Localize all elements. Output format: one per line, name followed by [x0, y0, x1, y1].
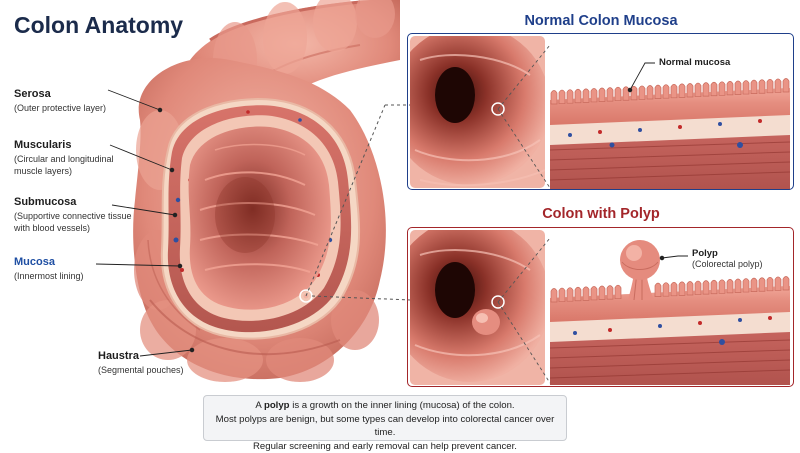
info-note-line2: Most polyps are benign, but some types c… — [204, 413, 566, 440]
villus — [719, 82, 725, 96]
villus — [663, 283, 669, 297]
villus — [607, 286, 613, 300]
villus — [663, 85, 669, 99]
villus — [567, 288, 573, 302]
label-serosa: Serosa (Outer protective layer) — [14, 88, 106, 114]
villus — [615, 87, 621, 101]
note-prefix: A — [255, 400, 264, 411]
info-note-line3: Regular screening and early removal can … — [204, 440, 566, 453]
villus — [679, 84, 685, 98]
villus — [591, 88, 597, 102]
villus — [559, 90, 565, 104]
villus — [743, 279, 749, 293]
villus — [687, 83, 693, 97]
villus — [783, 79, 789, 93]
polyp-panel-title: Colon with Polyp — [408, 206, 794, 222]
villus — [599, 286, 605, 300]
villus — [559, 288, 565, 302]
normal-panel-title: Normal Colon Mucosa — [408, 13, 794, 29]
villus — [735, 81, 741, 95]
label-haustra-desc: (Segmental pouches) — [98, 364, 184, 376]
villus — [551, 289, 557, 303]
villus — [615, 285, 621, 299]
villus — [591, 286, 597, 300]
info-note: A polyp is a growth on the inner lining … — [203, 395, 567, 441]
villus — [767, 79, 773, 93]
villus — [751, 278, 757, 292]
villus — [575, 89, 581, 103]
villus — [583, 287, 589, 301]
polyp-mucosa-block — [550, 286, 790, 385]
label-submucosa-desc1: (Supportive connective tissue — [14, 210, 132, 222]
label-mucosa: Mucosa (Innermost lining) — [14, 256, 84, 282]
villus — [775, 277, 781, 291]
villus — [751, 80, 757, 94]
villus — [719, 280, 725, 294]
villus — [687, 281, 693, 295]
villus — [639, 86, 645, 100]
villus — [575, 287, 581, 301]
polyp-callout-sub: (Colorectal polyp) — [692, 259, 763, 269]
villus — [727, 81, 733, 95]
polyp-endoscope-view — [390, 218, 550, 385]
villus — [727, 279, 733, 293]
label-haustra-name: Haustra — [98, 350, 184, 362]
label-muscularis: Muscularis (Circular and longitudinal mu… — [14, 139, 114, 177]
label-muscularis-desc2: muscle layers) — [14, 165, 114, 177]
note-line1-rest: is a growth on the inner lining (mucosa)… — [290, 400, 515, 411]
villus — [567, 90, 573, 104]
label-submucosa-name: Submucosa — [14, 196, 132, 208]
villus — [743, 81, 749, 95]
normal-endoscope-view — [390, 25, 550, 188]
villus — [735, 279, 741, 293]
info-note-line1: A polyp is a growth on the inner lining … — [204, 399, 566, 413]
polyp-callout: Polyp (Colorectal polyp) — [692, 248, 763, 269]
polyp-growth — [620, 240, 660, 300]
villus — [647, 86, 653, 100]
villus — [695, 281, 701, 295]
villus — [759, 80, 765, 94]
villus — [703, 83, 709, 97]
label-mucosa-name: Mucosa — [14, 256, 84, 268]
note-bold-term: polyp — [264, 400, 290, 411]
label-muscularis-desc1: (Circular and longitudinal — [14, 153, 114, 165]
villus — [767, 277, 773, 291]
villus — [671, 84, 677, 98]
villus — [631, 86, 637, 100]
villus — [783, 277, 789, 291]
label-haustra: Haustra (Segmental pouches) — [98, 350, 184, 376]
villus — [775, 79, 781, 93]
label-submucosa: Submucosa (Supportive connective tissue … — [14, 196, 132, 234]
villus — [655, 85, 661, 99]
villus — [711, 280, 717, 294]
villus — [583, 89, 589, 103]
villus — [679, 282, 685, 296]
label-muscularis-name: Muscularis — [14, 139, 114, 151]
cross-section-wall — [162, 99, 359, 339]
villus — [599, 88, 605, 102]
label-submucosa-desc2: with blood vessels) — [14, 222, 132, 234]
villus — [551, 91, 557, 105]
villus — [671, 282, 677, 296]
label-mucosa-desc: (Innermost lining) — [14, 270, 84, 282]
label-serosa-desc: (Outer protective layer) — [14, 102, 106, 114]
villus — [655, 283, 661, 297]
polyp-callout-name: Polyp — [692, 248, 763, 259]
villus — [759, 278, 765, 292]
villus — [711, 82, 717, 96]
villus — [695, 83, 701, 97]
villus — [607, 88, 613, 102]
normal-mucosa-block — [550, 88, 790, 190]
label-serosa-name: Serosa — [14, 88, 106, 100]
villus — [703, 281, 709, 295]
normal-mucosa-callout: Normal mucosa — [659, 57, 730, 68]
